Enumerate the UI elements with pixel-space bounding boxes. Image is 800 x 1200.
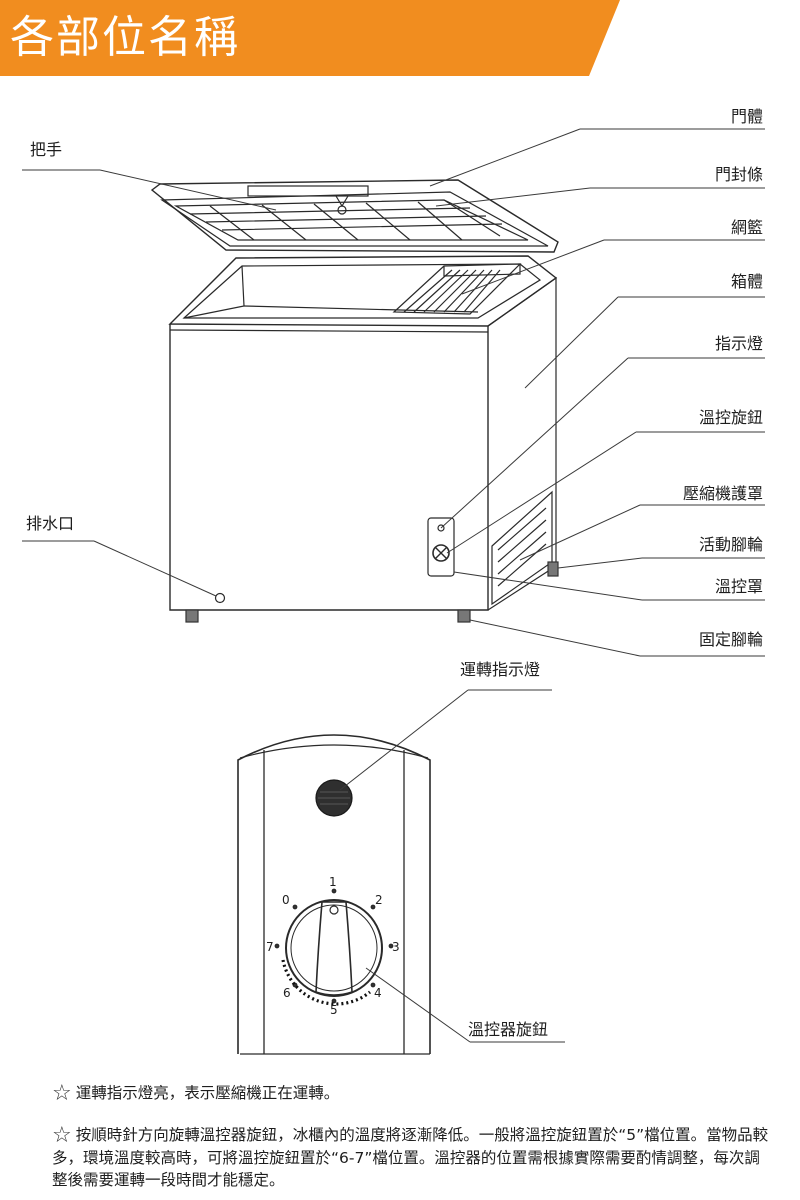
label-indicator: 指示燈 bbox=[714, 334, 763, 353]
wire-basket bbox=[392, 263, 522, 315]
drain-outlet bbox=[214, 592, 226, 604]
dial-number-3: 3 bbox=[392, 940, 400, 954]
dial-number-0: 0 bbox=[282, 893, 290, 907]
label-door-body: 門體 bbox=[730, 107, 763, 126]
note-1-text: 運轉指示燈亮，表示壓縮機正在運轉。 bbox=[75, 1084, 340, 1102]
label-compressor-cover: 壓縮機護罩 bbox=[682, 484, 763, 503]
label-thermostat-knob: 溫控旋鈕 bbox=[698, 408, 763, 427]
note-thermostat-usage: ☆按順時針方向旋轉溫控器旋鈕，冰櫃內的溫度將逐漸降低。一般將溫控旋鈕置於“5”檔… bbox=[52, 1124, 772, 1191]
note-2-text: 按順時針方向旋轉溫控器旋鈕，冰櫃內的溫度將逐漸降低。一般將溫控旋鈕置於“5”檔位… bbox=[52, 1126, 769, 1189]
note-running-light: ☆運轉指示燈亮，表示壓縮機正在運轉。 bbox=[52, 1082, 772, 1105]
freezer-lid bbox=[150, 179, 559, 253]
dial-number-4: 4 bbox=[374, 986, 382, 1000]
label-drain: 排水口 bbox=[26, 514, 75, 533]
title-banner bbox=[0, 0, 620, 76]
dial-number-6: 6 bbox=[283, 986, 291, 1000]
dial-number-7: 7 bbox=[266, 940, 274, 954]
freezer-top-opening bbox=[168, 255, 558, 327]
freezer-cabinet bbox=[169, 276, 557, 611]
dial-number-5: 5 bbox=[330, 1003, 338, 1017]
dial-number-1: 1 bbox=[329, 875, 337, 889]
label-thermostat-dial: 溫控器旋鈕 bbox=[468, 1020, 549, 1039]
star-icon: ☆ bbox=[52, 1123, 72, 1148]
dial-number-2: 2 bbox=[375, 893, 383, 907]
label-thermostat-cover: 溫控罩 bbox=[714, 577, 763, 596]
freezer-parts-diagram bbox=[22, 128, 765, 1055]
thermostat-dial bbox=[274, 888, 394, 1006]
star-icon: ☆ bbox=[52, 1081, 72, 1106]
page-title: 各部位名稱 bbox=[10, 12, 240, 63]
label-basket: 網籃 bbox=[730, 218, 763, 237]
label-cabinet: 箱體 bbox=[730, 272, 763, 291]
freezer-feet bbox=[185, 561, 559, 623]
indicator-light bbox=[437, 524, 445, 532]
label-running-light: 運轉指示燈 bbox=[460, 660, 541, 679]
thermostat-knob bbox=[432, 544, 450, 562]
label-fixed-foot: 固定腳輪 bbox=[698, 630, 763, 649]
label-door-seal: 門封條 bbox=[714, 165, 763, 184]
leader-lines-top bbox=[22, 128, 765, 657]
freezer-illustration bbox=[150, 179, 559, 623]
control-panel bbox=[237, 689, 565, 1055]
label-handle: 把手 bbox=[30, 140, 63, 159]
thermostat-box bbox=[427, 517, 455, 577]
compressor-grill bbox=[491, 490, 553, 606]
label-caster: 活動腳輪 bbox=[698, 535, 763, 554]
